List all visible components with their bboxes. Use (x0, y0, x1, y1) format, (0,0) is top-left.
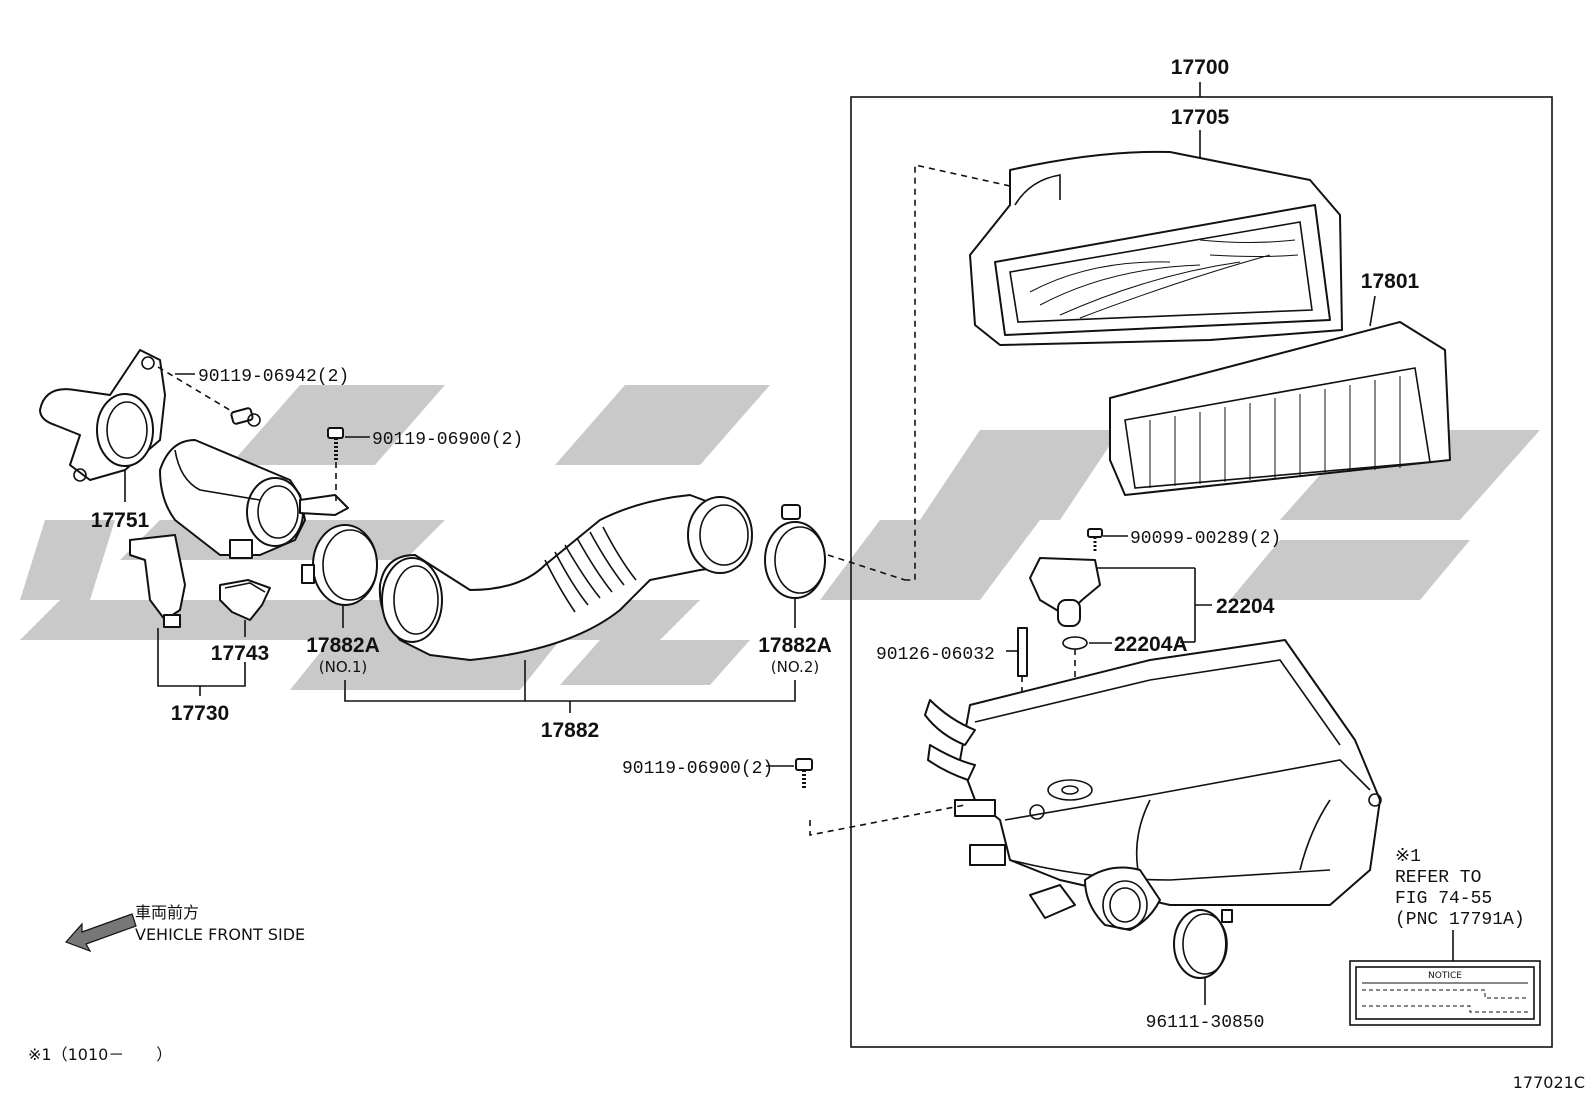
direction-en-label: VEHICLE FRONT SIDE (135, 925, 305, 944)
notice-plate (1349, 960, 1541, 1026)
air-inlet-17751-part (39, 349, 166, 482)
notice-line-2: FIG 74-55 (1395, 889, 1492, 909)
air-cleaner-cap-part (969, 150, 1343, 346)
figure-code: 177021C (1513, 1073, 1585, 1092)
notice-plate-title: NOTICE (1428, 971, 1462, 981)
label-22204[interactable]: 22204 (1216, 595, 1275, 618)
label-17882a-no2[interactable]: 17882A (758, 634, 832, 657)
stud-bolt-part (1017, 627, 1028, 677)
notice-reference: ※1 REFER TO FIG 74-55 (PNC 17791A) NOTIC… (1349, 847, 1541, 1026)
label-22204a[interactable]: 22204A (1114, 633, 1188, 656)
footnote: ※1（1010－ ） (28, 1045, 172, 1064)
air-cleaner-case-part (924, 639, 1382, 931)
notice-marker: ※1 (1395, 847, 1421, 867)
leader-17801 (1369, 295, 1376, 327)
label-90099-00289[interactable]: 90099-00289(2) (1130, 529, 1281, 549)
o-ring-part (1062, 636, 1088, 650)
intake-hose-17882-part (378, 494, 753, 661)
label-17705[interactable]: 17705 (1171, 106, 1230, 129)
clamp-no2-dashed-line (827, 554, 906, 581)
label-17751[interactable]: 17751 (91, 509, 150, 532)
label-90126-06032[interactable]: 90126-06032 (876, 645, 995, 665)
label-17730[interactable]: 17730 (171, 702, 229, 725)
label-17743[interactable]: 17743 (211, 642, 269, 665)
case-bolt-dashed-line (809, 804, 966, 836)
cap-assembly-dashed-line (905, 164, 1011, 581)
bolt-90119-06942-part (230, 407, 261, 427)
notice-line-3: (PNC 17791A) (1395, 910, 1525, 930)
label-96111-30850[interactable]: 96111-30850 (1146, 1013, 1265, 1033)
label-17882a-no1-sub: (NO.1) (319, 658, 367, 676)
arrow-left-icon (64, 913, 137, 953)
rubber-mount-17743-part (219, 579, 271, 621)
vehicle-front-indicator: 車両前方 VEHICLE FRONT SIDE (64, 903, 305, 953)
label-17700[interactable]: 17700 (1171, 56, 1229, 79)
label-17882[interactable]: 17882 (541, 719, 599, 742)
clamp-96111-part (1173, 909, 1233, 979)
notice-line-1: REFER TO (1395, 868, 1481, 888)
hose-clamp-no2-part (764, 504, 826, 599)
screw-90099-part (1087, 528, 1103, 552)
bolt-06942-dashed-line (157, 366, 239, 416)
air-cleaner-assy-frame (850, 96, 1553, 1048)
air-filter-element-part (1109, 321, 1451, 496)
air-duct-17730-part (129, 439, 349, 628)
direction-jp-label: 車両前方 (135, 903, 199, 922)
label-90119-06900-upper[interactable]: 90119-06900(2) (372, 430, 523, 450)
label-17801[interactable]: 17801 (1361, 270, 1420, 293)
label-17882a-no2-sub: (NO.2) (771, 658, 819, 676)
bolt-90119-06900-upper-part (327, 427, 344, 462)
air-flow-meter-part (1029, 557, 1101, 627)
hose-clamp-no1-part (301, 524, 378, 606)
bolt-90119-06900-lower-part (795, 758, 813, 790)
label-17882a-no1[interactable]: 17882A (306, 634, 380, 657)
bracket-17730 (157, 628, 246, 687)
label-90119-06942[interactable]: 90119-06942(2) (198, 367, 349, 387)
label-90119-06900-lower[interactable]: 90119-06900(2) (622, 759, 773, 779)
